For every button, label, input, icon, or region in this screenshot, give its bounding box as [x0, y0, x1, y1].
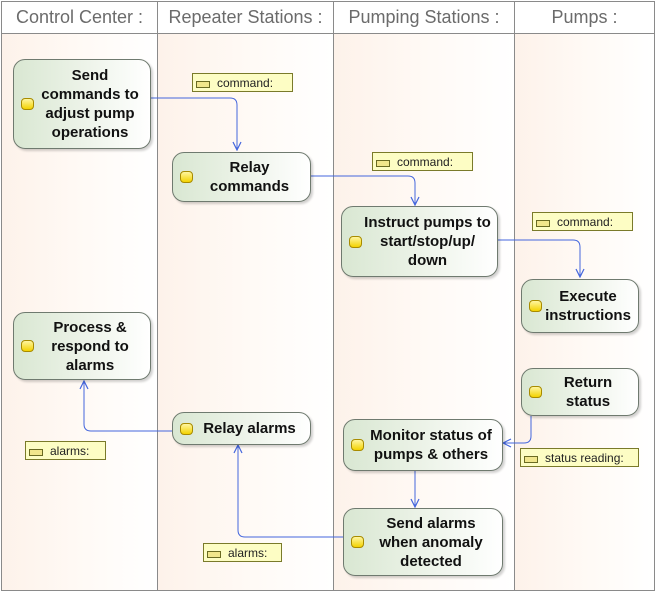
action-label: Process & respond to alarms [51, 318, 129, 374]
action-icon [21, 340, 34, 352]
action-relay-alarms[interactable]: Relay alarms [172, 412, 311, 445]
lane-repeater-stations: Repeater Stations : [157, 1, 334, 591]
pin-icon [29, 448, 43, 456]
pin-icon [376, 159, 390, 167]
action-icon [180, 171, 193, 183]
pin-icon [196, 80, 210, 88]
pin-label: command: [217, 75, 274, 90]
flow-return-status-to-monitor [503, 416, 532, 443]
lane-header-pumps: Pumps : [515, 2, 654, 34]
lane-pumping-stations: Pumping Stations : [333, 1, 515, 591]
action-instruct-pumps[interactable]: Instruct pumps to start/stop/up/ down [341, 206, 498, 277]
action-icon [349, 235, 362, 248]
action-label: Return status [563, 374, 613, 410]
action-label: Relay commands [209, 159, 290, 195]
action-label: Relay alarms [203, 420, 296, 437]
action-icon [180, 422, 193, 435]
action-label: Send commands to adjust pump operations [41, 67, 139, 141]
pin-label: command: [397, 154, 454, 169]
flow-relay-alarms-to-process [84, 381, 172, 432]
pin-label: alarms: [228, 545, 268, 560]
action-process-respond-alarms[interactable]: Process & respond to alarms [13, 312, 151, 380]
pin-icon [207, 550, 221, 558]
action-label: Monitor status of pumps & others [370, 427, 492, 463]
flow-relay-commands-to-instruct [311, 175, 415, 205]
flow-send-alarms-to-relay-alarms [238, 445, 343, 538]
action-icon [351, 439, 364, 451]
action-label: Send alarms when anomaly detected [379, 514, 483, 570]
lane-header-control-center: Control Center : [2, 2, 157, 34]
pin-alarms-1[interactable]: alarms: [25, 441, 106, 460]
lane-header-repeater-stations: Repeater Stations : [158, 2, 333, 34]
pin-alarms-2[interactable]: alarms: [203, 543, 282, 562]
pin-icon [536, 219, 550, 227]
action-icon [21, 98, 34, 110]
action-icon [529, 386, 542, 398]
pin-command-3[interactable]: command: [532, 212, 633, 231]
action-label: Instruct pumps to start/stop/up/ down [364, 214, 491, 269]
action-send-alarms[interactable]: Send alarms when anomaly detected [343, 508, 503, 576]
action-monitor-status[interactable]: Monitor status of pumps & others [343, 419, 503, 471]
action-return-status[interactable]: Return status [521, 368, 639, 416]
action-relay-commands[interactable]: Relay commands [172, 152, 311, 202]
pin-label: command: [557, 214, 614, 229]
pin-command-2[interactable]: command: [372, 152, 473, 171]
flow-send-to-relay-commands [151, 97, 237, 150]
action-icon [529, 300, 542, 312]
lane-header-pumping-stations: Pumping Stations : [334, 2, 514, 34]
flow-instruct-to-execute [498, 239, 580, 277]
action-icon [351, 536, 364, 548]
pin-label: alarms: [50, 443, 90, 458]
pin-label: status reading: [545, 450, 624, 465]
action-execute-instructions[interactable]: Execute instructions [521, 279, 639, 333]
pin-icon [524, 455, 538, 463]
pin-status-reading[interactable]: status reading: [520, 448, 639, 467]
action-label: Execute instructions [545, 288, 631, 324]
action-send-commands[interactable]: Send commands to adjust pump operations [13, 59, 151, 149]
pin-command-1[interactable]: command: [192, 73, 293, 92]
